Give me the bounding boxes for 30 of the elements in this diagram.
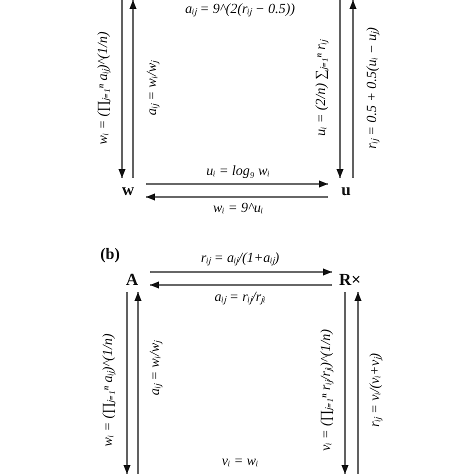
arrow [129, 0, 137, 178]
arrow [123, 292, 131, 474]
arrow [336, 0, 344, 178]
arrow [134, 292, 142, 474]
panel-label: (b) [100, 247, 120, 263]
edge-label: wᵢ = (∏ⱼ₌₁ⁿ aᵢⱼ)^(1/n) [101, 332, 117, 448]
arrow [146, 180, 328, 188]
arrow [118, 0, 126, 178]
formula-label: aᵢⱼ = 9^(2(rᵢⱼ − 0.5)) [185, 2, 295, 18]
edge-label: rᵢⱼ = aᵢⱼ/(1+aᵢⱼ) [200, 251, 280, 267]
arrow [150, 281, 332, 289]
formula-label: vᵢ = wᵢ [222, 454, 258, 470]
edge-label: rᵢⱼ = 0.5 + 0.5(uᵢ − uⱼ) [365, 26, 381, 150]
node-label: u [341, 181, 351, 199]
edge-label: vᵢ = (∏ⱼ₌₁ⁿ rᵢⱼ/rⱼᵢ)^(1/n) [319, 328, 335, 452]
edge-label: rᵢⱼ = vᵢ/(vᵢ+vⱼ) [368, 352, 384, 428]
arrow [146, 193, 328, 201]
arrow [354, 292, 362, 474]
edge-label: aᵢⱼ = wᵢ/wⱼ [145, 60, 161, 116]
edge-label: uᵢ = log₉ wᵢ [205, 164, 271, 180]
node-label: w [122, 181, 134, 199]
node-label: A [126, 271, 138, 289]
edge-label: uᵢ = (2/n) ∑ⱼ₌₁ⁿ rᵢⱼ [314, 39, 330, 137]
node-label: R× [339, 271, 361, 289]
edge-label: wᵢ = (∏ⱼ₌₁ⁿ aᵢⱼ)^(1/n) [96, 30, 112, 146]
arrow [150, 268, 332, 276]
arrow [341, 292, 349, 474]
edge-label: aᵢⱼ = rᵢⱼ/rⱼᵢ [214, 290, 266, 306]
edge-label: aᵢⱼ = wᵢ/wⱼ [148, 340, 164, 396]
arrow [349, 0, 357, 178]
